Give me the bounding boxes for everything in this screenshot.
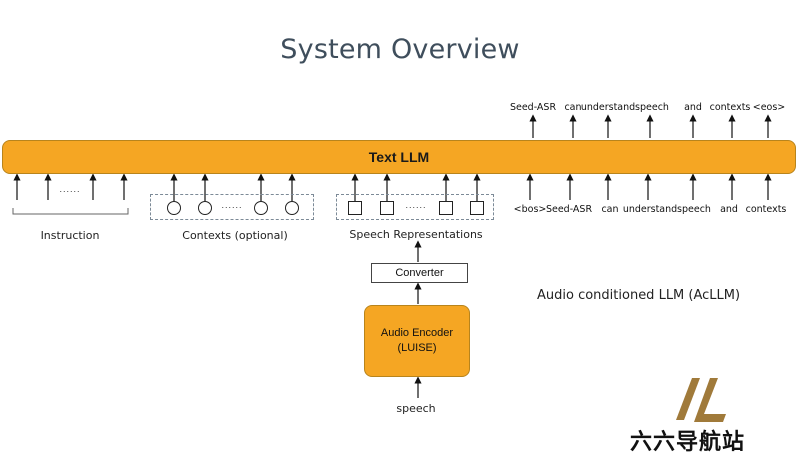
output-token: contexts [709,102,751,113]
input-token: speech [677,204,711,215]
speech-square [470,201,484,215]
converter-block: Converter [371,263,468,283]
output-token: understand [580,102,636,113]
acllm-caption: Audio conditioned LLM (AcLLM) [537,288,741,303]
input-token: <bos> [513,204,547,215]
input-token: can [601,204,619,215]
context-circle [167,201,181,215]
speech-square [348,201,362,215]
output-token: can [564,102,582,113]
watermark-text: 六六导航站 [630,429,746,454]
audio-encoder-sublabel: (LUISE) [397,342,437,354]
speech-square [439,201,453,215]
output-token: and [684,102,702,113]
text-llm-label: Text LLM [368,149,430,165]
text-llm-block: Text LLM [2,140,796,174]
input-token: understand [622,204,678,215]
contexts-box [150,194,314,220]
audio-encoder-label: Audio Encoder [380,327,454,339]
speech-square [380,201,394,215]
input-token: and [720,204,738,215]
output-token: <eos> [752,102,786,113]
speech-representations-label: Speech Representations [349,228,483,241]
speech-ellipsis: ...... [405,200,427,210]
watermark-logo-icon [676,378,726,422]
audio-encoder-block: Audio Encoder (LUISE) [364,305,470,377]
context-circle [198,201,212,215]
output-token: speech [635,102,669,113]
input-token: Seed-ASR [545,204,593,215]
speech-input-label: speech [396,402,436,415]
input-token: contexts [745,204,787,215]
contexts-label: Contexts (optional) [182,229,288,242]
speech-representations-box [336,194,494,220]
context-circle [254,201,268,215]
instruction-label: Instruction [40,229,100,242]
context-circle [285,201,299,215]
page-title: System Overview [280,34,520,65]
contexts-ellipsis: ...... [221,200,243,210]
instruction-ellipsis: ...... [59,184,81,194]
output-token: Seed-ASR [509,102,557,113]
